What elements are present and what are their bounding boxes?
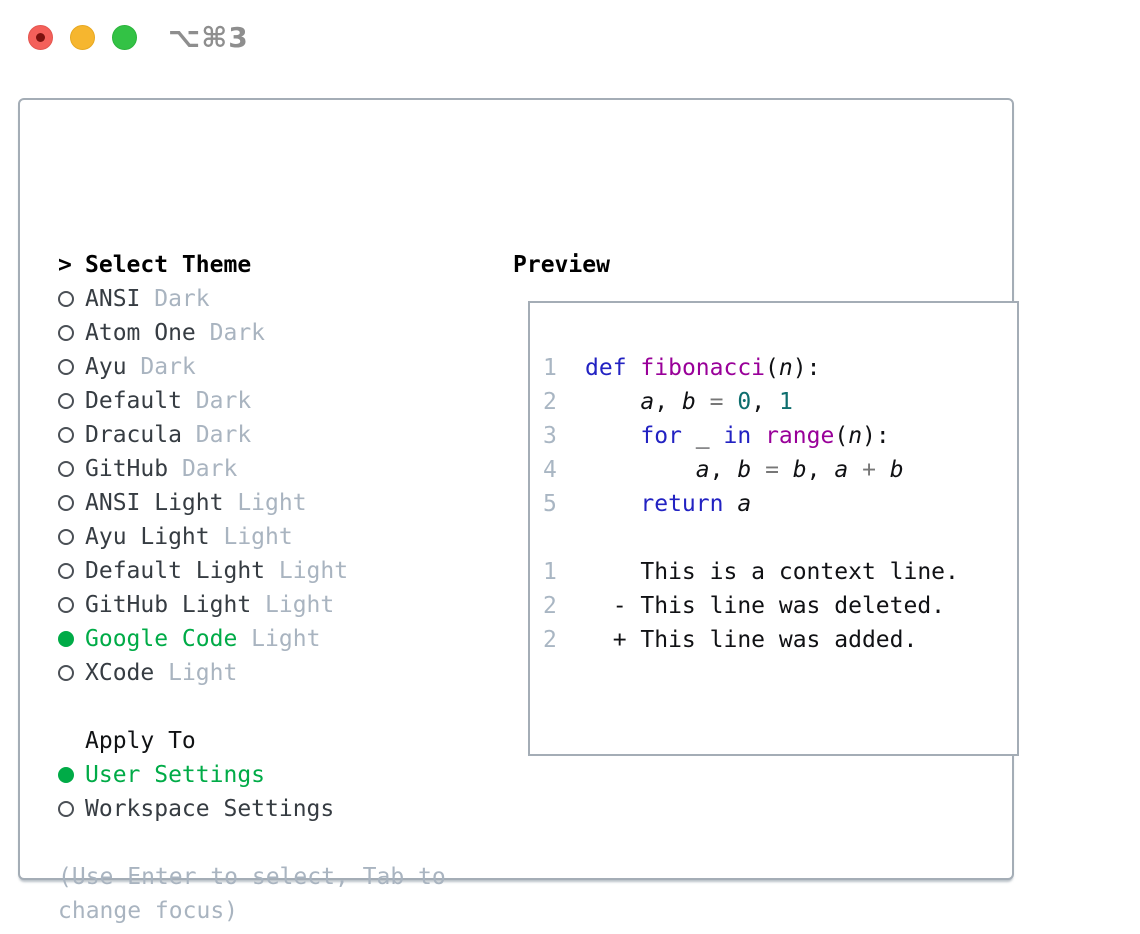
apply-to-label: User Settings [85,762,266,788]
code-line: 1 def fibonacci(n): [543,351,1017,385]
radio-unselected-icon [58,665,85,681]
theme-name: Dracula [85,422,182,448]
theme-option[interactable]: GitHub Dark [58,452,348,486]
radio-unselected-icon [58,393,85,409]
theme-name: Atom One [85,320,196,346]
keyboard-shortcut-badge: ⌥⌘3 [168,21,249,54]
theme-name: Ayu [85,354,127,380]
select-theme-header: > Select Theme [58,248,348,282]
apply-to-option[interactable]: User Settings [58,758,348,792]
line-number: 2 [543,389,557,415]
diff-line: 1 This is a context line. [543,555,1017,589]
code-text: for _ in range(n): [640,423,890,449]
diff-line: 2 + This line was added. [543,623,1017,657]
theme-variant: Light [237,626,321,652]
theme-name: XCode [85,660,155,686]
theme-variant: Dark [140,286,210,312]
theme-name: GitHub Light [85,592,252,618]
theme-option[interactable]: ANSI Dark [58,282,348,316]
theme-variant: Dark [181,422,252,448]
theme-option[interactable]: ANSI Light Light [58,486,348,520]
theme-option[interactable]: GitHub Light Light [58,588,348,622]
theme-variant: Light [154,660,238,686]
code-line: 5 return a [543,487,1017,521]
line-number: 2 [543,593,557,619]
theme-option[interactable]: Dracula Dark [58,418,348,452]
theme-option[interactable]: XCode Light [58,656,348,690]
line-number: 5 [543,491,557,517]
apply-to-title: Apply To [85,728,196,754]
theme-option[interactable]: Default Dark [58,384,348,418]
radio-unselected-icon [58,801,85,817]
line-number: 3 [543,423,557,449]
apply-to-header: Apply To [58,724,348,758]
theme-variant: Light [223,490,307,516]
code-line: 3 for _ in range(n): [543,419,1017,453]
code-line: 4 a, b = b, a + b [543,453,1017,487]
theme-name: Default Light [85,558,266,584]
code-text: a, b = b, a + b [695,457,904,483]
radio-unselected-icon [58,495,85,511]
close-button-icon[interactable] [28,25,53,50]
radio-unselected-icon [58,597,85,613]
theme-name: GitHub [85,456,169,482]
radio-unselected-icon [58,325,85,341]
line-number: 1 [543,559,557,585]
theme-option[interactable]: Ayu Light Light [58,520,348,554]
code-text: def fibonacci(n): [585,355,821,381]
diff-preview: 1 This is a context line.2 - This line w… [543,555,1017,657]
theme-name: Google Code [85,626,238,652]
theme-variant: Light [265,558,349,584]
code-text: return a [640,491,752,517]
theme-option[interactable]: Ayu Dark [58,350,348,384]
theme-name: Default [85,388,182,414]
line-number: 2 [543,627,557,653]
apply-to-label: Workspace Settings [85,796,335,822]
radio-selected-icon [58,631,85,647]
minimize-button-icon[interactable] [70,25,95,50]
diff-text: + This line was added. [585,627,918,653]
preview-title: Preview [513,252,610,278]
diff-text: This is a context line. [585,559,959,585]
theme-name: Ayu Light [85,524,210,550]
diff-text: - This line was deleted. [585,593,946,619]
radio-unselected-icon [58,529,85,545]
theme-variant: Light [209,524,293,550]
theme-variant: Dark [168,456,238,482]
radio-unselected-icon [58,291,85,307]
theme-option[interactable]: Atom One Dark [58,316,348,350]
theme-name: ANSI Light [85,490,224,516]
window-controls [28,25,154,50]
panel-title: Select Theme [85,252,252,278]
theme-variant: Light [251,592,335,618]
line-number: 1 [543,355,557,381]
theme-variant: Dark [195,320,266,346]
theme-variant: Dark [126,354,196,380]
code-line: 2 a, b = 0, 1 [543,385,1017,419]
theme-name: ANSI [85,286,141,312]
unsaved-dot-icon [36,33,45,42]
cursor-icon: > [58,252,72,278]
theme-option[interactable]: Default Light Light [58,554,348,588]
radio-unselected-icon [58,563,85,579]
radio-unselected-icon [58,359,85,375]
code-text: a, b = 0, 1 [640,389,793,415]
radio-unselected-icon [58,427,85,443]
apply-to-option[interactable]: Workspace Settings [58,792,348,826]
radio-unselected-icon [58,461,85,477]
line-number: 4 [543,457,557,483]
diff-line: 2 - This line was deleted. [543,589,1017,623]
theme-variant: Dark [181,388,252,414]
radio-selected-icon [58,767,85,783]
theme-option[interactable]: Google Code Light [58,622,348,656]
zoom-button-icon[interactable] [112,25,137,50]
